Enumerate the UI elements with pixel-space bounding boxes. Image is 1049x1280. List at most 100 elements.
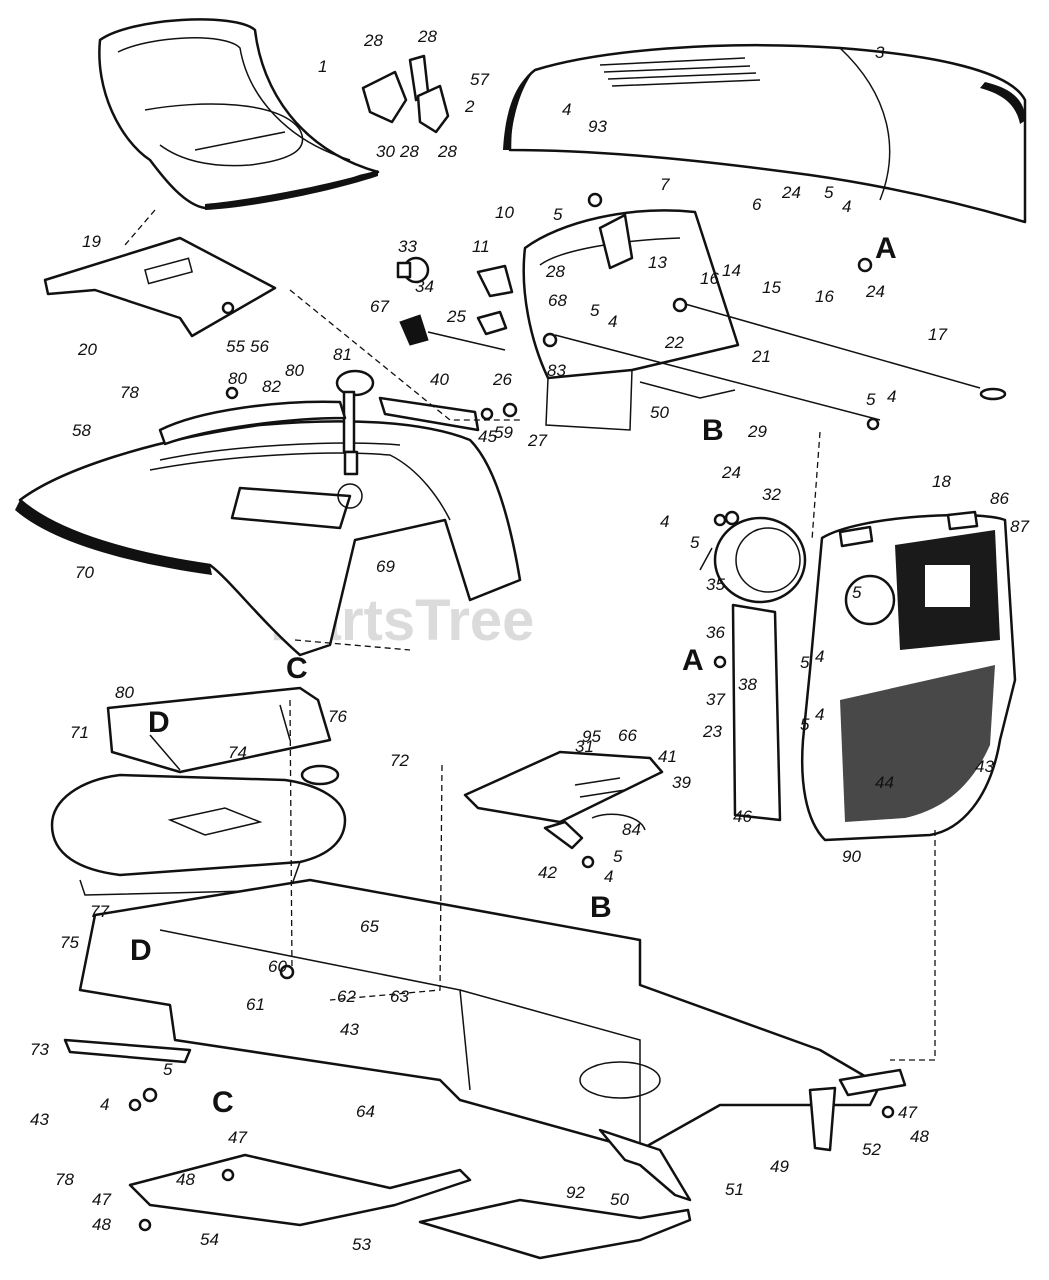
part-label[interactable]: 76 <box>328 707 347 726</box>
part-label[interactable]: 28 <box>417 27 437 46</box>
part-label[interactable]: 5 <box>163 1060 173 1079</box>
part-label[interactable]: 72 <box>390 751 409 770</box>
part-label[interactable]: 66 <box>618 726 637 745</box>
headlight[interactable] <box>699 516 807 604</box>
part-label[interactable]: 47 <box>92 1190 111 1209</box>
part-label[interactable]: 60 <box>268 957 287 976</box>
part-label[interactable]: 45 <box>478 427 497 446</box>
part-label[interactable]: 7 <box>660 175 670 194</box>
part-label[interactable]: 5 <box>866 390 876 409</box>
part-label[interactable]: 74 <box>228 743 247 762</box>
part-label[interactable]: 56 <box>250 337 269 356</box>
part-label[interactable]: 29 <box>747 422 767 441</box>
part-label[interactable]: 5 <box>800 653 810 672</box>
part-label[interactable]: 4 <box>887 387 896 406</box>
part-label[interactable]: 84 <box>622 820 641 839</box>
part-label[interactable]: 43 <box>975 757 994 776</box>
part-label[interactable]: 4 <box>562 100 571 119</box>
part-label[interactable]: 52 <box>862 1140 881 1159</box>
part-label[interactable]: 83 <box>547 361 566 380</box>
part-label[interactable]: 28 <box>437 142 457 161</box>
part-label[interactable]: 47 <box>898 1103 917 1122</box>
part-label[interactable]: 32 <box>762 485 781 504</box>
part-label[interactable]: 24 <box>865 282 885 301</box>
part-label[interactable]: 16 <box>700 269 719 288</box>
part-label[interactable]: 27 <box>527 431 547 450</box>
part-label[interactable]: 36 <box>706 623 725 642</box>
part-label[interactable]: 10 <box>495 203 514 222</box>
part-label[interactable]: 48 <box>176 1170 195 1189</box>
part-label[interactable]: 42 <box>538 863 557 882</box>
part-label[interactable]: 19 <box>82 232 101 251</box>
part-label[interactable]: 4 <box>100 1095 109 1114</box>
part-label[interactable]: 55 <box>226 337 245 356</box>
ref-letter[interactable]: C <box>286 652 308 685</box>
part-label[interactable]: 50 <box>650 403 669 422</box>
dash-panel[interactable] <box>522 209 740 431</box>
part-label[interactable]: 69 <box>376 557 395 576</box>
part-label[interactable]: 23 <box>702 722 722 741</box>
part-label[interactable]: 78 <box>120 383 139 402</box>
part-label[interactable]: 17 <box>928 325 947 344</box>
part-label[interactable]: 5 <box>800 715 810 734</box>
ref-letter[interactable]: D <box>130 934 152 967</box>
part-label[interactable]: 58 <box>72 421 91 440</box>
part-label[interactable]: 75 <box>60 933 79 952</box>
part-label[interactable]: 80 <box>228 369 247 388</box>
part-label[interactable]: 57 <box>470 70 489 89</box>
ref-letter[interactable]: A <box>875 232 897 265</box>
part-label[interactable]: 34 <box>415 277 434 296</box>
battery-tray[interactable] <box>463 750 664 850</box>
seat-bracket[interactable] <box>43 236 277 338</box>
part-label[interactable]: 44 <box>875 773 894 792</box>
footrest-right[interactable] <box>418 1198 692 1260</box>
part-label[interactable]: 86 <box>990 489 1009 508</box>
part-label[interactable]: 15 <box>762 278 781 297</box>
front-grille-housing[interactable] <box>800 510 1017 842</box>
part-label[interactable]: 90 <box>842 847 861 866</box>
part-label[interactable]: 13 <box>648 253 667 272</box>
ref-letter[interactable]: B <box>702 414 724 447</box>
part-label[interactable]: 4 <box>604 867 613 886</box>
part-label[interactable]: 93 <box>588 117 607 136</box>
part-label[interactable]: 82 <box>262 377 281 396</box>
seat[interactable] <box>98 18 380 210</box>
part-label[interactable]: 2 <box>464 97 475 116</box>
part-label[interactable]: 28 <box>399 142 419 161</box>
part-label[interactable]: 5 <box>824 183 834 202</box>
part-label[interactable]: 38 <box>738 675 757 694</box>
part-label[interactable]: 21 <box>751 347 771 366</box>
part-label[interactable]: 24 <box>781 183 801 202</box>
footrest-left[interactable] <box>128 1153 472 1227</box>
part-label[interactable]: 24 <box>721 463 741 482</box>
part-label[interactable]: 71 <box>70 723 89 742</box>
part-label[interactable]: 31 <box>575 737 594 756</box>
part-label[interactable]: 4 <box>608 312 617 331</box>
part-label[interactable]: 28 <box>363 31 383 50</box>
part-label[interactable]: 5 <box>590 301 600 320</box>
fuel-cap-lever[interactable] <box>335 369 375 476</box>
part-label[interactable]: 6 <box>752 195 762 214</box>
frame[interactable] <box>63 878 907 1202</box>
part-label[interactable]: 67 <box>370 297 389 316</box>
grille-panel[interactable] <box>731 603 782 822</box>
part-label[interactable]: 70 <box>75 563 94 582</box>
part-label[interactable]: 20 <box>77 340 97 359</box>
part-label[interactable]: 87 <box>1010 517 1029 536</box>
part-label[interactable]: 46 <box>733 807 752 826</box>
part-label[interactable]: 3 <box>875 43 885 62</box>
switches[interactable] <box>396 256 514 351</box>
part-label[interactable]: 28 <box>545 262 565 281</box>
part-label[interactable]: 11 <box>472 237 490 256</box>
part-label[interactable]: 41 <box>658 747 677 766</box>
seat-brackets[interactable] <box>361 54 450 134</box>
part-label[interactable]: 92 <box>566 1183 585 1202</box>
part-label[interactable]: 30 <box>376 142 395 161</box>
part-label[interactable]: 5 <box>553 205 563 224</box>
part-label[interactable]: 39 <box>672 773 691 792</box>
part-label[interactable]: 95 <box>582 727 601 746</box>
part-label[interactable]: 63 <box>390 987 409 1006</box>
fender-brackets[interactable] <box>158 396 480 446</box>
part-label[interactable]: 80 <box>285 361 304 380</box>
part-label[interactable]: 48 <box>910 1127 929 1146</box>
